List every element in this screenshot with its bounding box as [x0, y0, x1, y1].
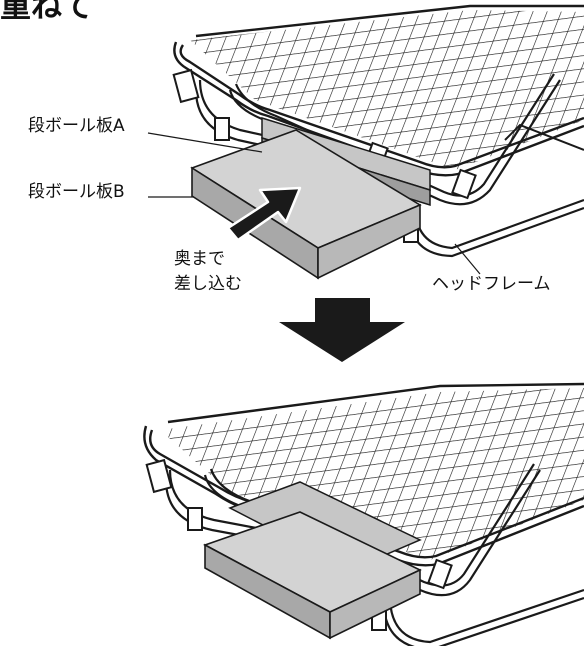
leader-board-a: [147, 132, 263, 153]
insert-instruction-line2: 差し込む: [174, 274, 242, 294]
board-a-label: 段ボール板A: [28, 116, 125, 136]
leader-head-frame: [454, 243, 481, 275]
insert-arrow-icon: [226, 186, 302, 242]
bottom-bed-frame: [143, 382, 584, 646]
stacked-boards: [203, 481, 422, 640]
board-b-label: 段ボール板B: [28, 182, 125, 202]
down-arrow-icon: [279, 298, 405, 362]
step-heading: 重ねて: [0, 0, 93, 25]
head-frame-label: ヘッドフレーム: [432, 274, 551, 294]
insert-instruction-line1: 奥まで: [174, 249, 225, 269]
